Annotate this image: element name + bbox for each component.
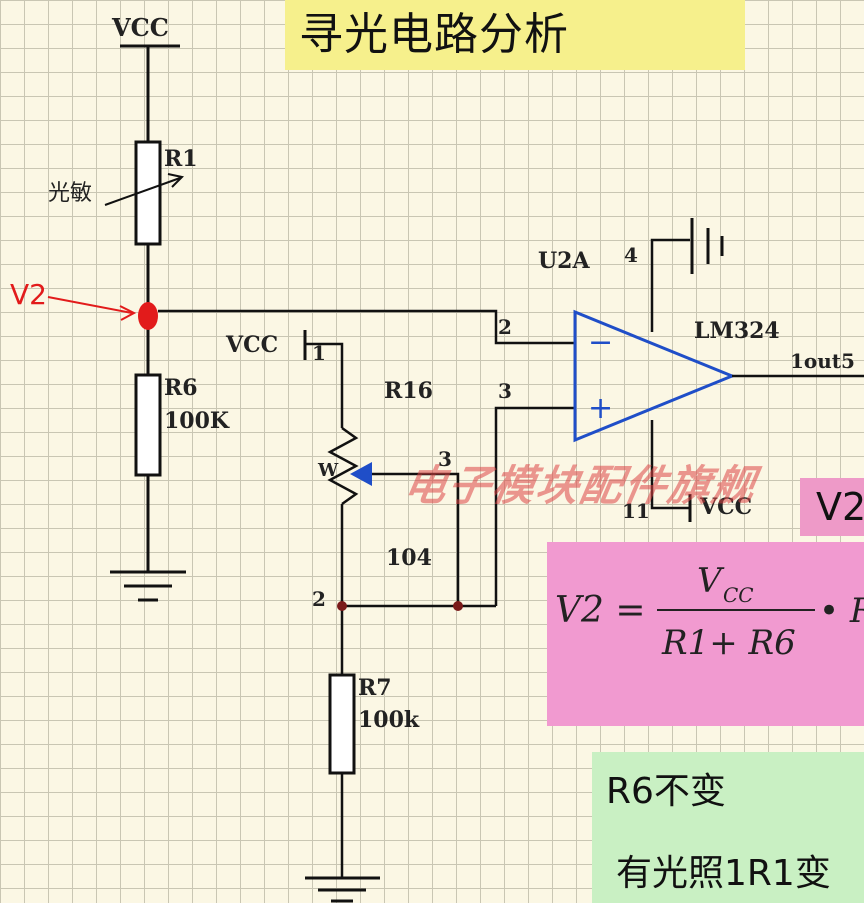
formula-numerator-sub: CC <box>723 583 754 607</box>
pot-zigzag <box>327 426 359 506</box>
formula-box: V2 = V CC R1+ R6 • R <box>547 542 864 726</box>
op-plus-sign: + <box>588 391 613 426</box>
formula-denominator: R1+ R6 <box>661 623 796 663</box>
vcc-bottom-label: VCC <box>699 494 752 520</box>
notes-box: R6不变 有光照1R1变 <box>592 752 864 903</box>
op-in-plus-pin-label: 3 <box>498 379 512 403</box>
r6-value-label: 100K <box>164 408 230 434</box>
r7-value-label: 100k <box>358 707 420 733</box>
v2-tab: V2 <box>800 478 864 536</box>
noninv-input-wire <box>494 406 575 606</box>
r7-label: R7 <box>358 675 392 701</box>
opamp-triangle <box>573 309 736 443</box>
formula-svg: V2 = V CC R1+ R6 • R <box>555 561 864 663</box>
photo-arrow <box>104 173 185 206</box>
watermark: 电子模块配件旗舰 <box>400 461 761 510</box>
lm324-label: LM324 <box>694 318 780 344</box>
output-label: 1out5 <box>790 349 855 373</box>
r16-label: R16 <box>384 378 433 404</box>
vcc-pot-label: VCC <box>225 332 278 358</box>
r6-resistor <box>134 373 162 477</box>
r7-resistor <box>328 673 356 775</box>
wire <box>305 342 344 428</box>
v2-junction <box>138 302 158 330</box>
v2-arrow <box>47 296 137 321</box>
vcc-top-label: VCC <box>111 13 169 42</box>
formula-numerator: V <box>697 561 725 601</box>
note-line-1: R6不变 <box>606 771 726 812</box>
wiper-arrowhead <box>350 462 372 486</box>
op-pin4-label: 4 <box>624 243 638 267</box>
pot-branch <box>303 330 575 903</box>
pot-pin3-label: 3 <box>438 447 452 471</box>
pin11-wire <box>650 420 690 510</box>
r1-label: R1 <box>164 146 198 172</box>
formula-lhs: V2 = <box>555 590 646 631</box>
formula-tail: • R <box>819 591 864 631</box>
opamp <box>573 218 864 522</box>
op-pin11-label: 11 <box>622 499 650 523</box>
wiper-wire <box>372 472 460 606</box>
page-title: 寻光电路分析 <box>285 0 745 70</box>
junction-dot <box>453 601 463 611</box>
photo-label: 光敏 <box>48 181 92 206</box>
junction-dot <box>337 601 347 611</box>
r6-label: R6 <box>164 375 198 401</box>
pin1-label: 1 <box>312 341 326 365</box>
pot-w-label: W <box>317 460 339 481</box>
u2a-label: U2A <box>538 248 590 274</box>
pin2-label: 2 <box>312 587 326 611</box>
note-line-2: 有光照1R1变 <box>616 853 831 894</box>
op-in-minus-pin-label: 2 <box>498 315 512 339</box>
v2-to-opamp-wire <box>158 309 575 345</box>
op-minus-sign: − <box>588 325 613 360</box>
pin4-wire <box>650 238 690 332</box>
v2-label: V2 <box>10 278 47 311</box>
pot-value-label: 104 <box>386 545 432 571</box>
